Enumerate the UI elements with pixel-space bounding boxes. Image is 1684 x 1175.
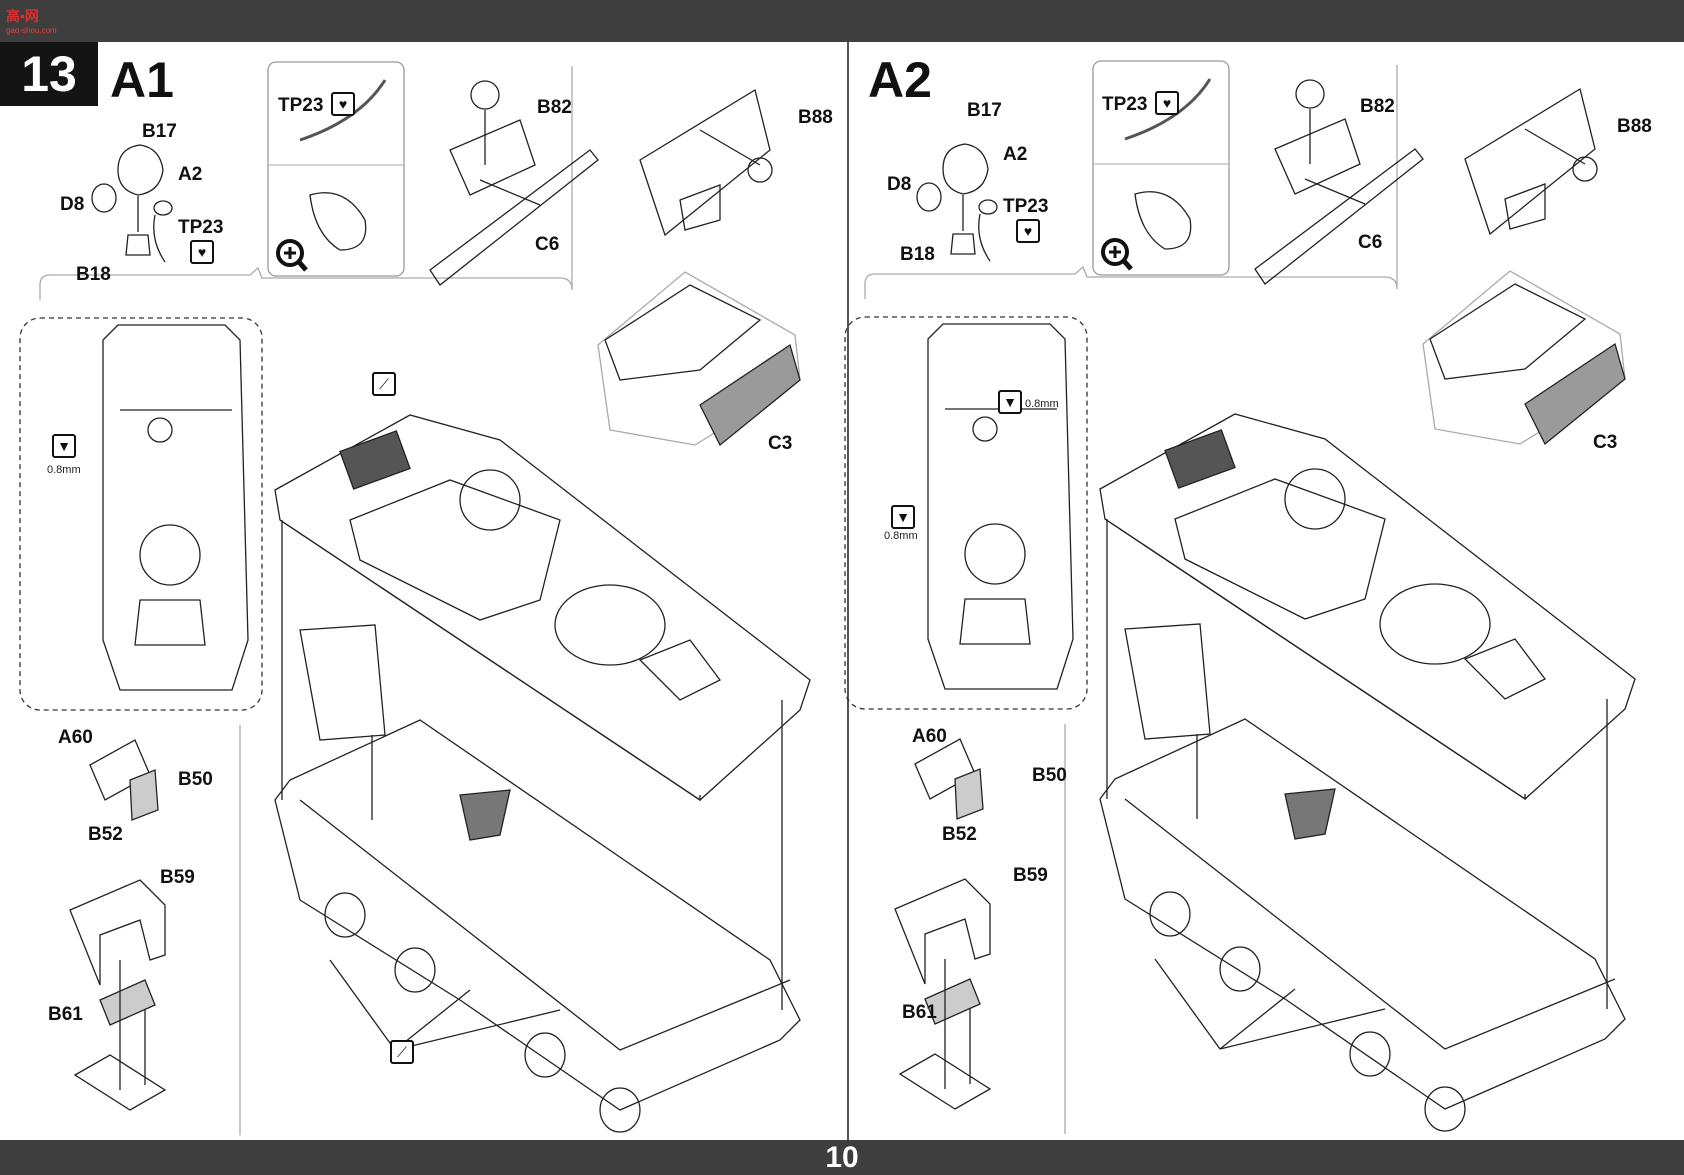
glue-heart-icon: ♥ [331, 92, 355, 116]
label-tp23-detail: TP23 [278, 95, 324, 116]
panel-a2-art [845, 61, 1635, 1134]
label-b59: B59 [160, 867, 195, 888]
label-c6: C6 [1358, 232, 1383, 253]
glue-heart-icon: ♥ [190, 240, 214, 264]
label-d8: D8 [60, 194, 85, 215]
variant-title-a2: A2 [868, 52, 932, 108]
variant-title-a1: A1 [110, 52, 174, 108]
label-b17: B17 [142, 121, 177, 142]
label-b18: B18 [900, 244, 935, 265]
label-b52: B52 [942, 824, 977, 845]
bottom-band [0, 1140, 1684, 1175]
label-b50: B50 [178, 769, 213, 790]
label-tp23: TP23 [1003, 196, 1049, 217]
drill-bit-icon: ▼ [52, 434, 76, 458]
top-band [0, 0, 1684, 42]
label-a60: A60 [912, 726, 947, 747]
label-b82: B82 [1360, 96, 1395, 117]
drill-size: 0.8mm [1025, 398, 1059, 410]
glue-heart-icon: ♥ [1155, 91, 1179, 115]
watermark-url: gao-shou.com [6, 26, 57, 35]
label-c3: C3 [768, 433, 793, 454]
drill-size: 0.8mm [47, 464, 81, 476]
page-divider [847, 42, 849, 1140]
step-number-box [0, 42, 98, 106]
page-number: 10 [825, 1141, 859, 1174]
label-a2: A2 [1003, 144, 1028, 165]
drill-size: 0.8mm [884, 530, 918, 542]
label-c3: C3 [1593, 432, 1618, 453]
label-b61: B61 [902, 1002, 937, 1023]
label-d8: D8 [887, 174, 912, 195]
label-b18: B18 [76, 264, 111, 285]
label-c6: C6 [535, 234, 560, 255]
label-b88: B88 [1617, 116, 1652, 137]
knife-cut-icon: ⟋ [390, 1040, 414, 1064]
label-b59: B59 [1013, 865, 1048, 886]
watermark-logo: 高•网 [6, 8, 39, 24]
panel-a1-art [20, 62, 810, 1135]
label-b82: B82 [537, 97, 572, 118]
label-tp23: TP23 [178, 217, 224, 238]
label-tp23-detail: TP23 [1102, 94, 1148, 115]
label-a2: A2 [178, 164, 203, 185]
step-number: 13 [21, 46, 77, 102]
label-b52: B52 [88, 824, 123, 845]
label-b61: B61 [48, 1004, 83, 1025]
label-b17: B17 [967, 100, 1002, 121]
drill-bit-icon: ▼ [998, 390, 1022, 414]
drill-bit-icon: ▼ [891, 505, 915, 529]
label-b88: B88 [798, 107, 833, 128]
label-a60: A60 [58, 727, 93, 748]
label-b50: B50 [1032, 765, 1067, 786]
glue-heart-icon: ♥ [1016, 219, 1040, 243]
knife-cut-icon: ⟋ [372, 372, 396, 396]
